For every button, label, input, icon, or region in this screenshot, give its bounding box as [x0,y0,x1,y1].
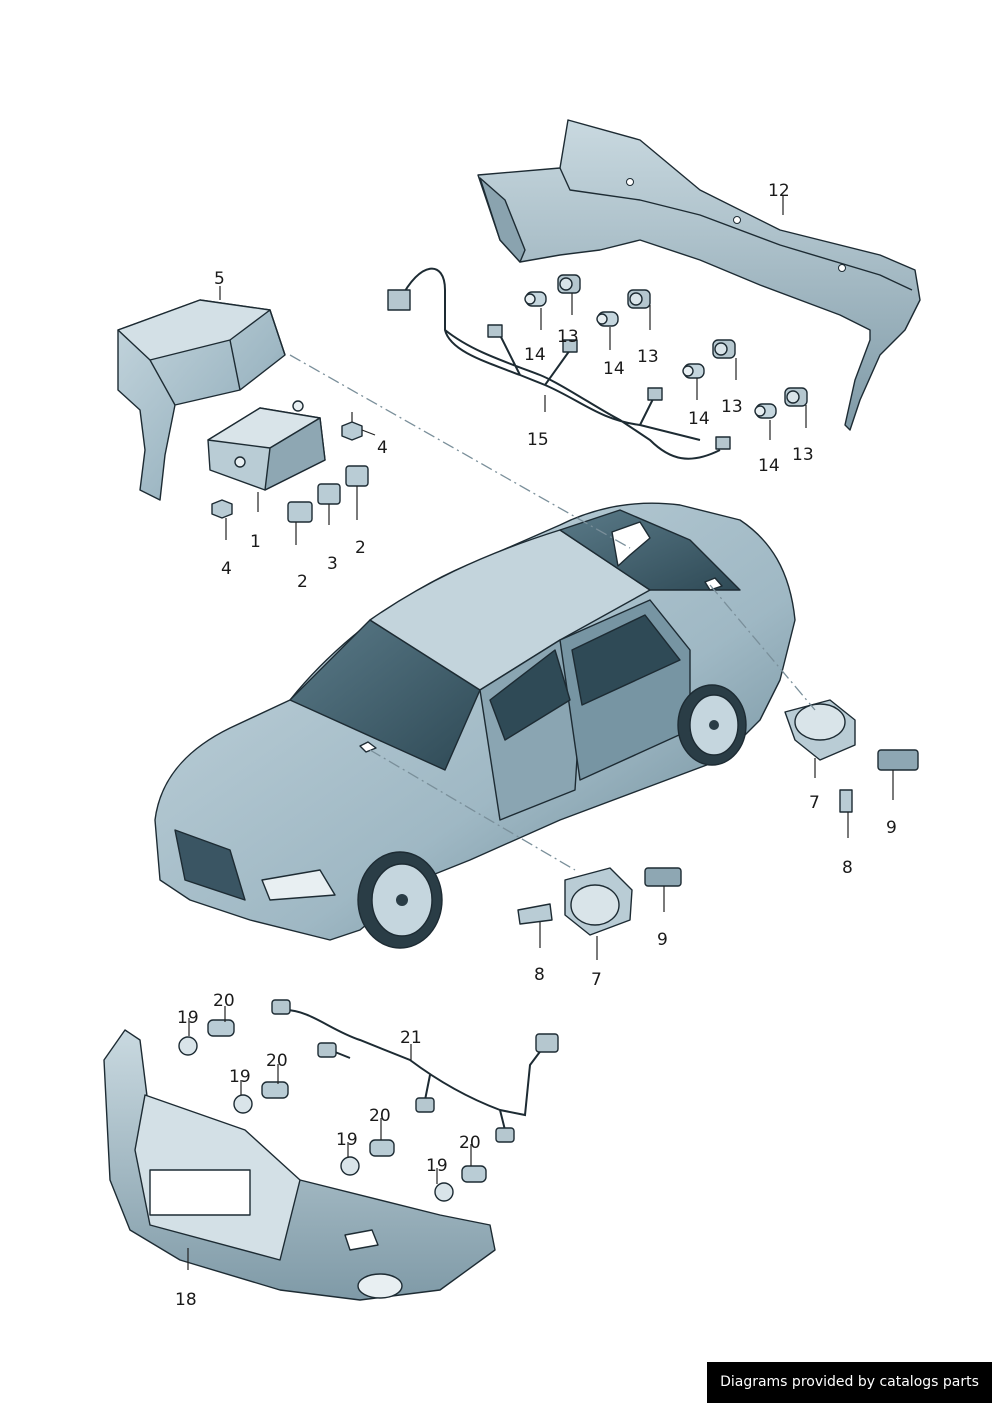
mounting-bracket [117,299,286,501]
callout-14d: 14 [758,456,780,476]
callout-18: 18 [175,1290,197,1310]
rear-parking-sensors [524,274,808,419]
front-parking-sensors [178,1019,487,1202]
callout-14a: 14 [524,345,546,365]
ring-14c [682,363,705,379]
connectors-and-nuts [211,412,369,545]
credit-banner: Diagrams provided by catalogs parts [707,1362,992,1403]
callout-19c: 19 [336,1130,358,1150]
front-wheel [357,851,443,949]
callout-19a: 19 [177,1008,199,1028]
callout-14c: 14 [688,409,710,429]
rear-buzzer [784,699,919,813]
callout-20d: 20 [459,1133,481,1153]
callout-8-rear: 8 [842,858,853,878]
callout-19d: 19 [426,1156,448,1176]
callout-13a: 13 [557,327,579,347]
control-unit [207,400,326,491]
callout-5: 5 [214,269,225,289]
callout-13c: 13 [721,397,743,417]
rear-bumper [477,119,921,431]
rear-wheel [677,684,747,766]
callout-20a: 20 [213,991,235,1011]
callout-1: 1 [250,532,261,552]
callout-9-rear: 9 [886,818,897,838]
callout-2-right: 2 [355,538,366,558]
callout-14b: 14 [603,359,625,379]
rear-wiring-harness [387,267,731,460]
leader-lines [187,196,894,1270]
callout-4-right: 4 [377,438,388,458]
sensor-13d [784,387,808,407]
callout-20b: 20 [266,1051,288,1071]
callout-8-front: 8 [534,965,545,985]
callout-3: 3 [327,554,338,574]
callout-15: 15 [527,430,549,450]
sensor-13a [557,274,581,294]
callout-13d: 13 [792,445,814,465]
callout-4-left: 4 [221,559,232,579]
callout-12: 12 [768,181,790,201]
ring-14b [596,311,619,327]
sensor-13b [627,289,651,309]
callout-21: 21 [400,1028,422,1048]
ring-14a [524,291,547,307]
callout-7-front: 7 [591,970,602,990]
callout-7-rear: 7 [809,793,820,813]
front-buzzer [517,867,682,936]
ring-14d [754,403,777,419]
front-bumper [103,1029,496,1301]
callout-13b: 13 [637,347,659,367]
vehicle-body [154,502,796,949]
callout-20c: 20 [369,1106,391,1126]
callout-labels: 5 1 4 4 2 3 2 12 13 14 13 14 13 14 13 14… [175,181,897,1310]
sensor-13c [712,339,736,359]
reference-lines [289,354,816,871]
callout-2-left: 2 [297,572,308,592]
callout-9-front: 9 [657,930,668,950]
front-wiring-harness [271,999,559,1143]
callout-19b: 19 [229,1067,251,1087]
